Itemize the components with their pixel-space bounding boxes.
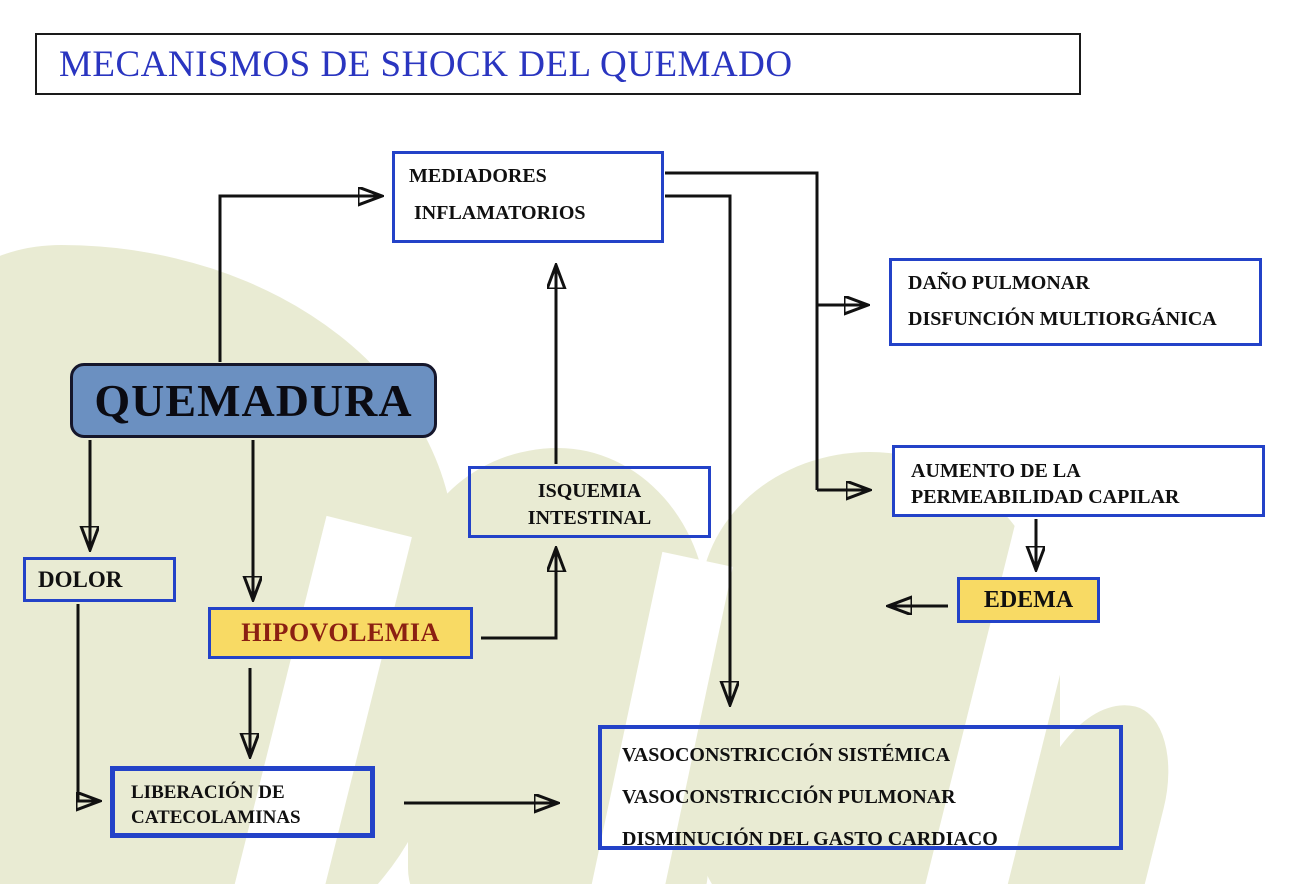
node-mediadores-inflamatorios: MEDIADORES INFLAMATORIOS bbox=[392, 151, 664, 243]
line-mediadores-right-trunk bbox=[665, 171, 819, 490]
dano-line2: DISFUNCIÓN MULTIORGÁNICA bbox=[908, 308, 1217, 330]
aumento-line1: AUMENTO DE LA bbox=[911, 460, 1081, 482]
mediadores-line1: MEDIADORES bbox=[409, 165, 547, 187]
node-edema: EDEMA bbox=[957, 577, 1100, 623]
liberacion-line1: LIBERACIÓN DE bbox=[131, 782, 285, 803]
dolor-label: DOLOR bbox=[38, 566, 123, 592]
diagram-title-box: MECANISMOS DE SHOCK DEL QUEMADO bbox=[35, 33, 1081, 95]
arrow-hipovolemia-to-isquemia bbox=[481, 550, 556, 640]
node-aumento-permeabilidad: AUMENTO DE LA PERMEABILIDAD CAPILAR bbox=[892, 445, 1265, 517]
edema-label: EDEMA bbox=[983, 586, 1074, 613]
arrow-mediadores-to-vaso bbox=[665, 194, 730, 703]
node-dolor: DOLOR bbox=[23, 557, 176, 602]
diagram-title: MECANISMOS DE SHOCK DEL QUEMADO bbox=[59, 43, 793, 85]
vaso-line1: VASOCONSTRICCIÓN SISTÉMICA bbox=[622, 744, 951, 766]
isquemia-line1: ISQUEMIA bbox=[537, 480, 642, 502]
node-vasoconstriccion: VASOCONSTRICCIÓN SISTÉMICA VASOCONSTRICC… bbox=[598, 725, 1123, 850]
arrow-dolor-to-liberacion bbox=[78, 604, 98, 801]
liberacion-line2: CATECOLAMINAS bbox=[131, 807, 301, 828]
vaso-line3: DISMINUCIÓN DEL GASTO CARDIACO bbox=[622, 828, 998, 850]
node-hipovolemia: HIPOVOLEMIA bbox=[208, 607, 473, 659]
aumento-line2: PERMEABILIDAD CAPILAR bbox=[911, 486, 1180, 508]
node-dano-pulmonar: DAÑO PULMONAR DISFUNCIÓN MULTIORGÁNICA bbox=[889, 258, 1262, 346]
hipovolemia-label: HIPOVOLEMIA bbox=[241, 618, 440, 647]
isquemia-line2: INTESTINAL bbox=[527, 507, 652, 529]
mediadores-line2: INFLAMATORIOS bbox=[414, 202, 586, 224]
node-liberacion-catecolaminas: LIBERACIÓN DE CATECOLAMINAS bbox=[110, 766, 375, 838]
node-quemadura: QUEMADURA bbox=[70, 363, 437, 438]
arrow-quemadura-to-mediadores bbox=[218, 196, 380, 362]
dano-line1: DAÑO PULMONAR bbox=[908, 272, 1090, 294]
node-isquemia-intestinal: ISQUEMIA INTESTINAL bbox=[468, 466, 711, 538]
quemadura-label: QUEMADURA bbox=[94, 375, 413, 426]
vaso-line2: VASOCONSTRICCIÓN PULMONAR bbox=[622, 786, 956, 808]
